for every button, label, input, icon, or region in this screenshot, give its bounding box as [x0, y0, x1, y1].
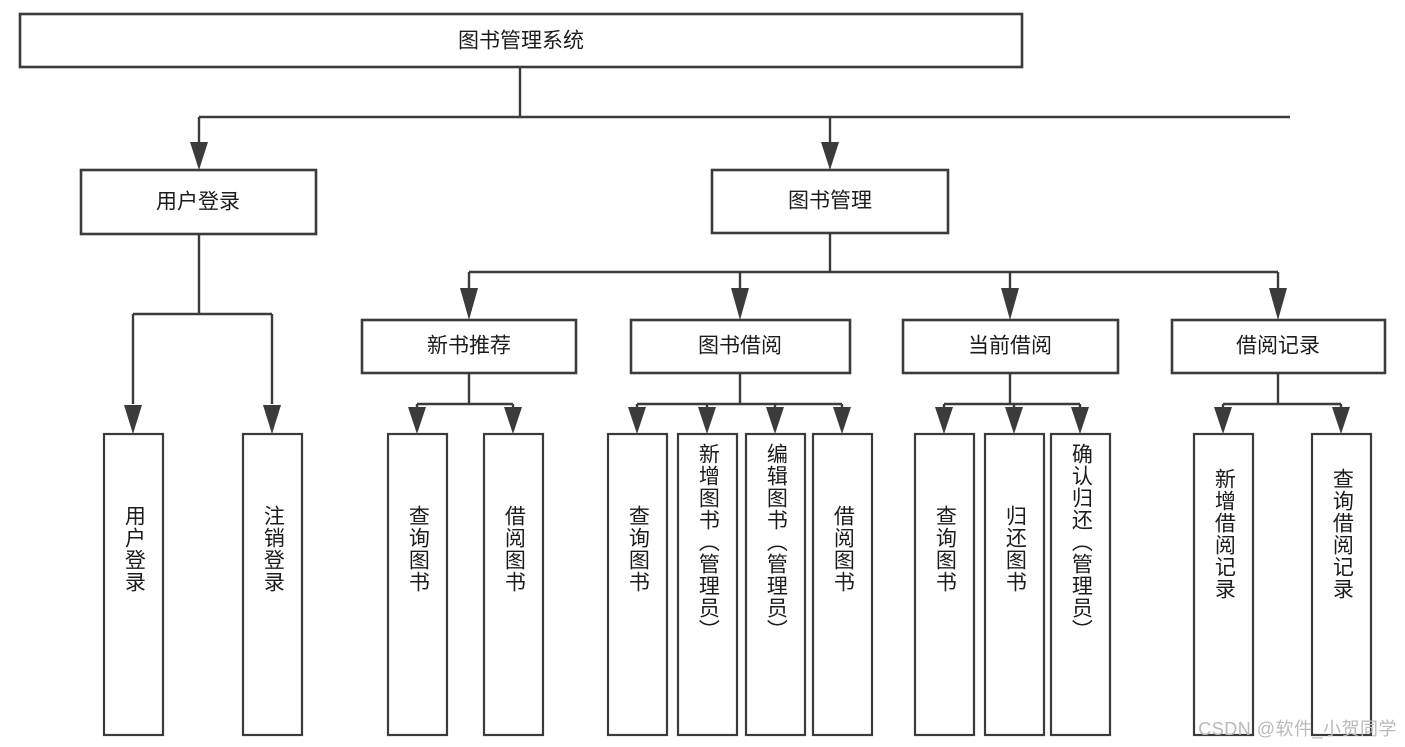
- connector-userlogin-to-leaves: [124, 234, 281, 434]
- node-book-management-label: 图书管理: [788, 190, 872, 213]
- connector-bookmgmt-to-level3: [460, 233, 1287, 320]
- connector-root-to-level2: [190, 68, 1290, 170]
- arrow-head-icon: [1001, 288, 1019, 320]
- connector-borrowrecords-to-leaves: [1214, 373, 1350, 434]
- arrow-head-icon: [833, 407, 851, 434]
- arrow-head-icon: [263, 405, 281, 434]
- arrow-head-icon: [1332, 407, 1350, 434]
- node-current-borrowing-label: 当前借阅: [968, 335, 1052, 358]
- arrow-head-icon: [1269, 288, 1287, 320]
- connector-bookborrow-to-leaves: [628, 373, 851, 434]
- arrow-head-icon: [698, 407, 716, 434]
- leaf-add-borrow-record[interactable]: [1192, 432, 1255, 737]
- arrow-head-icon: [935, 407, 953, 434]
- node-book-borrowing-label: 图书借阅: [698, 335, 782, 358]
- node-root-library-management-system[interactable]: 图书管理系统: [18, 12, 1024, 69]
- arrow-head-icon: [1005, 407, 1023, 434]
- connector-currentborrow-to-leaves: [935, 373, 1089, 434]
- leaf-user-login[interactable]: [102, 432, 165, 737]
- arrow-head-icon: [408, 407, 426, 434]
- leaf-query-books-2[interactable]: [606, 432, 669, 737]
- arrow-head-icon: [731, 288, 749, 320]
- node-new-book-recommendation[interactable]: 新书推荐: [360, 318, 578, 375]
- leaf-add-book-admin[interactable]: [676, 432, 739, 737]
- leaf-borrow-books-2[interactable]: [811, 432, 874, 737]
- arrow-head-icon: [1214, 407, 1232, 434]
- arrow-head-icon: [190, 142, 208, 170]
- node-borrowing-records-label: 借阅记录: [1236, 335, 1320, 358]
- leaf-query-books-1[interactable]: [386, 432, 449, 737]
- node-new-book-recommendation-label: 新书推荐: [427, 335, 511, 358]
- arrow-head-icon: [124, 405, 142, 434]
- arrow-head-icon: [766, 407, 784, 434]
- node-user-login-label: 用户登录: [156, 191, 240, 214]
- node-book-borrowing[interactable]: 图书借阅: [629, 318, 852, 375]
- arrow-head-icon: [460, 288, 478, 320]
- leaf-edit-book-admin[interactable]: [744, 432, 807, 737]
- leaf-logout[interactable]: [241, 432, 304, 737]
- node-user-login[interactable]: 用户登录: [79, 168, 318, 236]
- leaf-borrow-books-1[interactable]: [482, 432, 545, 737]
- node-root-label: 图书管理系统: [458, 30, 584, 53]
- node-borrowing-records[interactable]: 借阅记录: [1170, 318, 1387, 375]
- leaf-query-borrow-record[interactable]: [1310, 432, 1373, 737]
- leaf-query-books-3[interactable]: [913, 432, 976, 737]
- connector-newbook-to-leaves: [408, 373, 522, 434]
- arrow-head-icon: [821, 142, 839, 170]
- leaf-return-book[interactable]: [983, 432, 1046, 737]
- arrow-head-icon: [504, 407, 522, 434]
- leaf-confirm-return-admin[interactable]: [1049, 432, 1112, 737]
- arrow-head-icon: [1071, 407, 1089, 434]
- arrow-head-icon: [628, 407, 646, 434]
- node-current-borrowing[interactable]: 当前借阅: [901, 318, 1120, 375]
- node-book-management[interactable]: 图书管理: [710, 168, 950, 235]
